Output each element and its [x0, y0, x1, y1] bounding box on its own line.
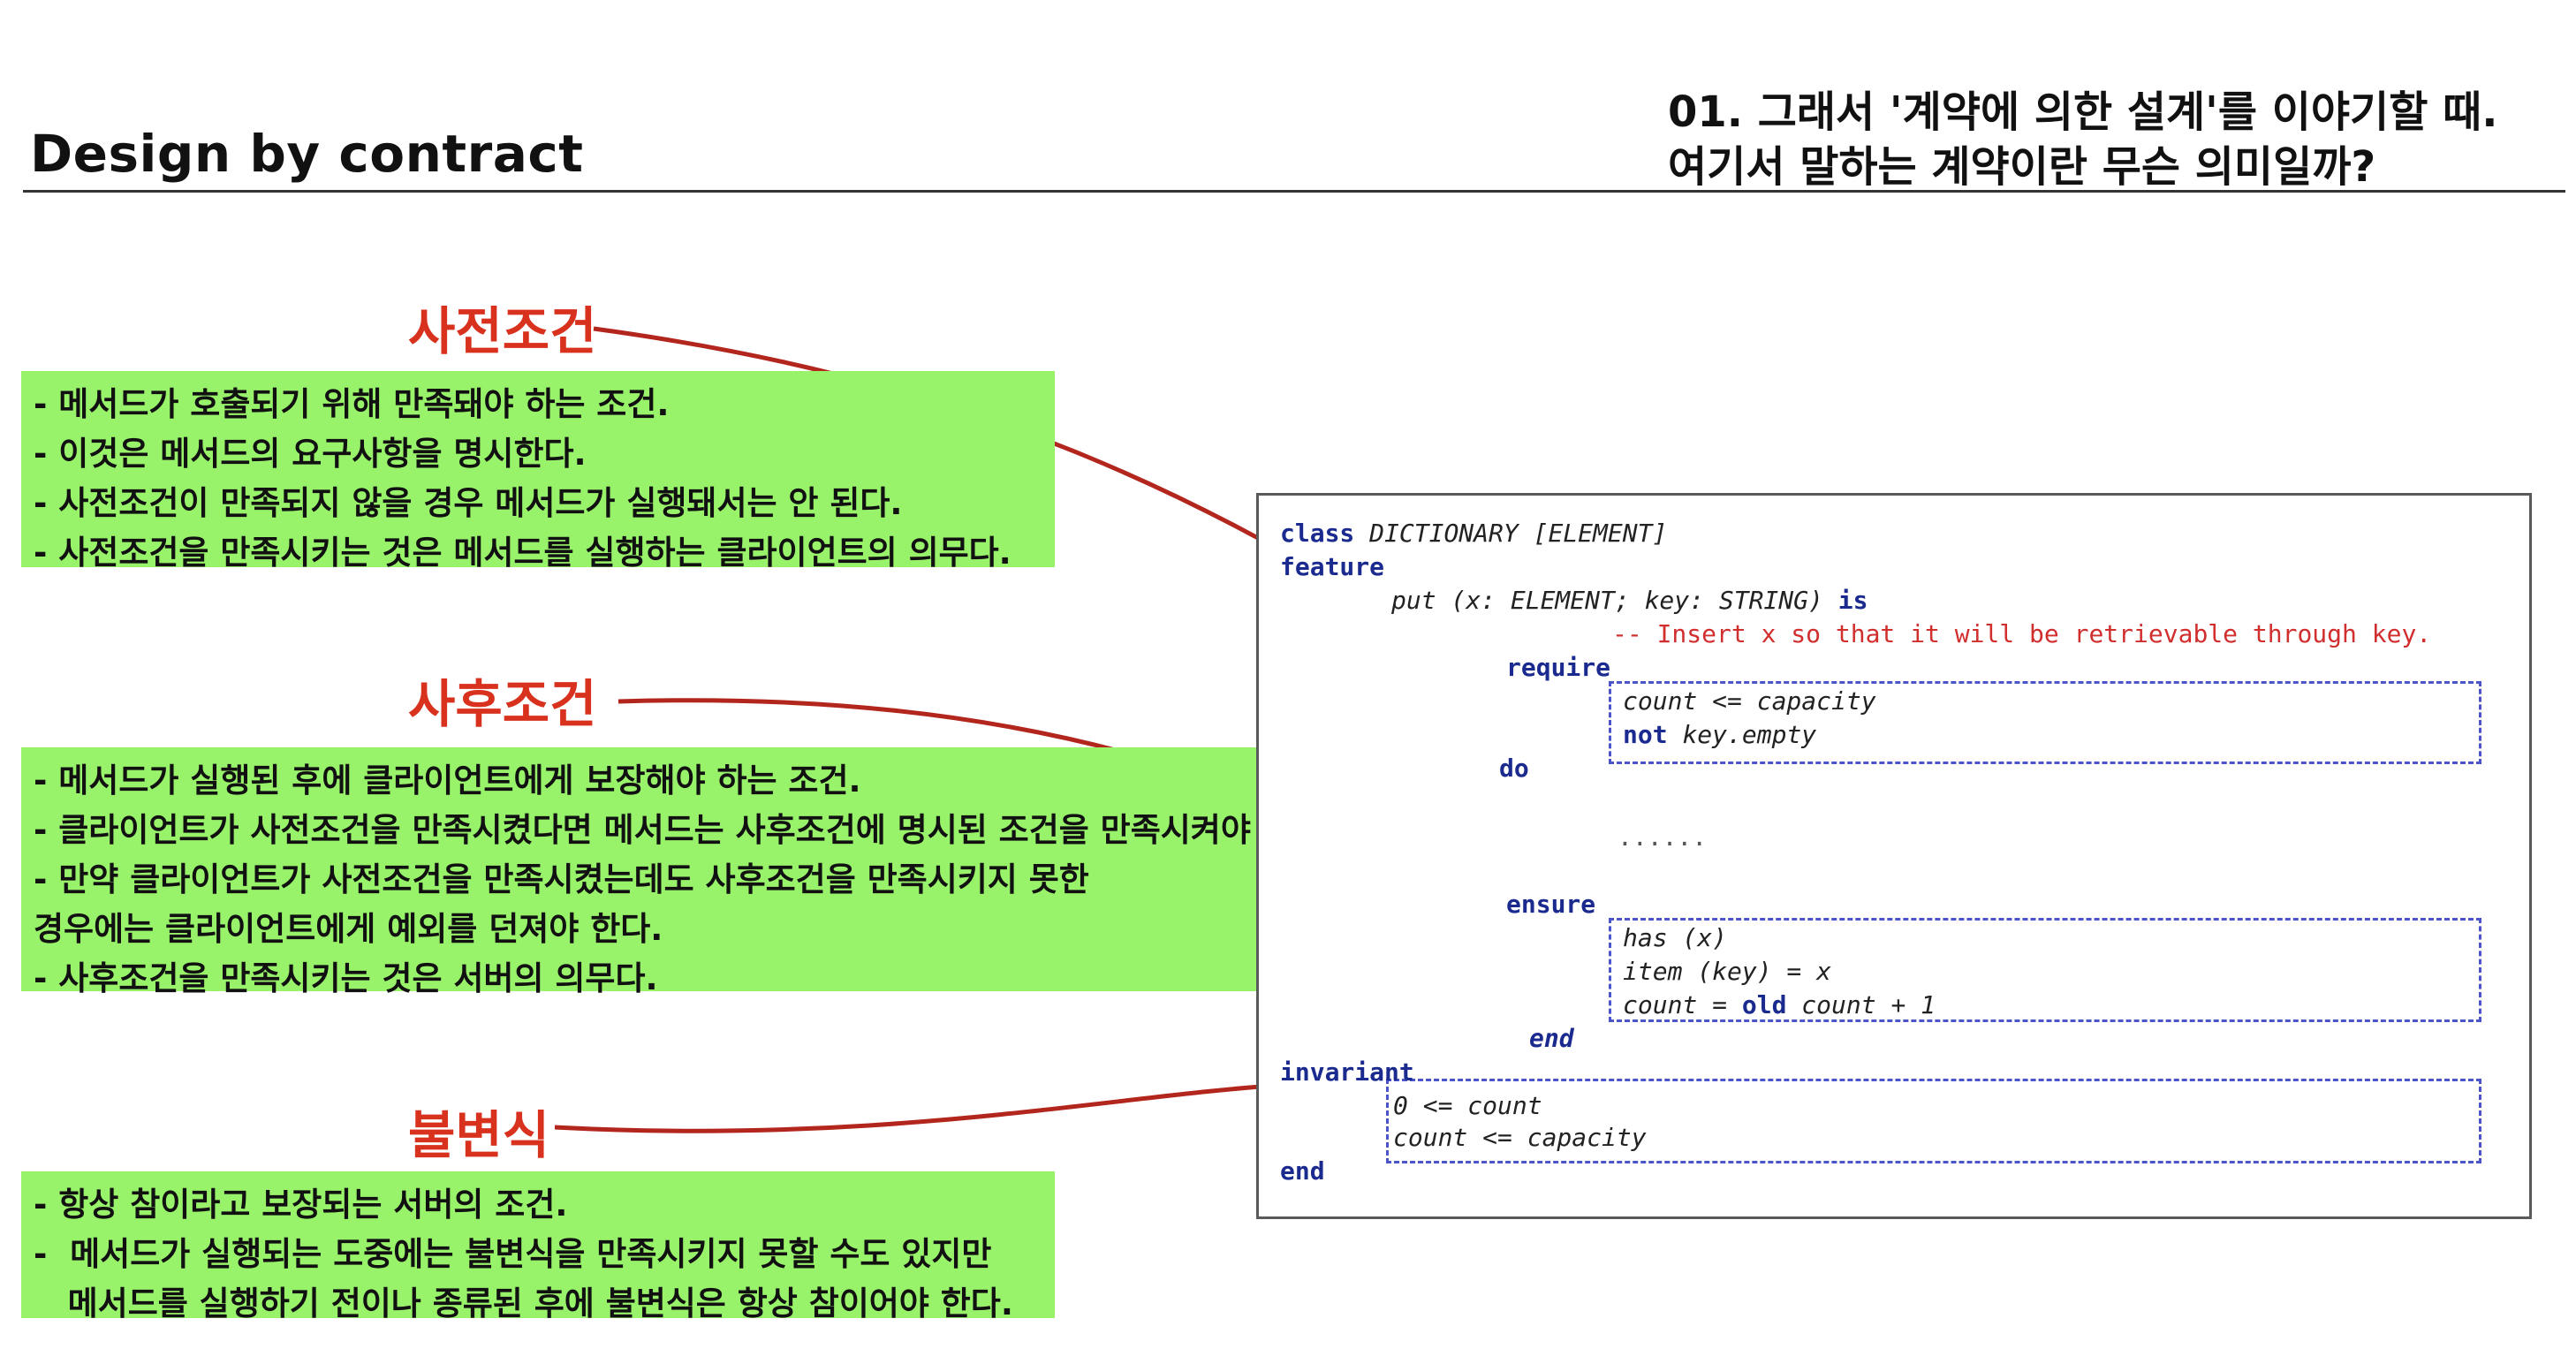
- class-name: DICTIONARY: [1369, 519, 1519, 548]
- keyword: do: [1499, 754, 1529, 783]
- precondition-line: - 메서드가 호출되기 위해 만족돼야 하는 조건.: [34, 385, 670, 423]
- code-line-req1: count <= capacity: [1623, 686, 1876, 716]
- precondition-line: - 이것은 메서드의 요구사항을 명시한다.: [34, 435, 587, 473]
- keyword: ensure: [1506, 890, 1596, 919]
- code-line-comment: -- Insert x so that it will be retrievab…: [1612, 619, 2432, 648]
- keyword: end: [1529, 1024, 1574, 1053]
- code-line-invariant: invariant: [1280, 1057, 1414, 1087]
- keyword: class: [1280, 519, 1355, 548]
- keyword: end: [1280, 1156, 1325, 1186]
- precondition-label: 사전조건: [408, 301, 597, 361]
- code-line-ens1: has (x): [1623, 923, 1728, 952]
- keyword: require: [1506, 653, 1611, 682]
- keyword: old: [1741, 990, 1787, 1019]
- class-generic: [ELEMENT]: [1533, 519, 1668, 548]
- code-line-inv2: count <= capacity: [1393, 1123, 1647, 1152]
- require-block: [1609, 681, 2481, 764]
- keyword: invariant: [1280, 1057, 1414, 1087]
- postcondition-line: - 사후조건을 만족시키는 것은 서버의 의무다.: [34, 959, 658, 997]
- header-divider: [23, 190, 2565, 193]
- keyword: is: [1837, 586, 1868, 615]
- invariant-line: - 메서드가 실행되는 도중에는 불변식을 만족시키지 못할 수도 있지만: [34, 1235, 992, 1273]
- invariant-label: 불변식: [408, 1105, 550, 1165]
- invariant-line: - 항상 참이라고 보장되는 서버의 조건.: [34, 1186, 568, 1224]
- put-signature: put (x: ELEMENT; key: STRING): [1391, 586, 1823, 615]
- postcondition-line: - 메서드가 실행된 후에 클라이언트에게 보장해야 하는 조건.: [34, 762, 861, 799]
- code-line-ensure: ensure: [1506, 890, 1595, 920]
- invariant-line: 메서드를 실행하기 전이나 종류된 후에 불변식은 항상 참이어야 한다.: [34, 1284, 1013, 1322]
- precondition-line: - 사전조건을 만족시키는 것은 메서드를 실행하는 클라이언트의 의무다.: [34, 534, 1011, 572]
- question-line-1: 01. 그래서 '계약에 의한 설계'를 이야기할 때.: [1668, 87, 2498, 137]
- code-line-req2: not key.empty: [1623, 720, 1816, 750]
- code-line-do: do: [1499, 754, 1529, 784]
- code-line-ellipsis: ......: [1618, 822, 1708, 852]
- section-question: 01. 그래서 '계약에 의한 설계'를 이야기할 때. 여기서 말하는 계약이…: [1668, 85, 2551, 194]
- invariant-connector: [554, 1082, 1422, 1133]
- keyword: feature: [1280, 552, 1385, 581]
- code-line-put: put (x: ELEMENT; key: STRING) is: [1391, 586, 1868, 616]
- invariant-description: - 항상 참이라고 보장되는 서버의 조건. - 메서드가 실행되는 도중에는 …: [21, 1171, 1055, 1322]
- postcondition-description: - 메서드가 실행된 후에 클라이언트에게 보장해야 하는 조건. - 클라이언…: [21, 747, 1419, 997]
- postcondition-line: - 만약 클라이언트가 사전조건을 만족시켰는데도 사후조건을 만족시키지 못한: [34, 860, 1089, 898]
- code-line-class: class DICTIONARY [ELEMENT]: [1280, 519, 1667, 549]
- page-title: Design by contract: [30, 124, 584, 184]
- code-line-require: require: [1506, 653, 1610, 683]
- code-line-ens3: count = old count + 1: [1623, 990, 1936, 1020]
- code-line-inv1: 0 <= count: [1393, 1091, 1542, 1120]
- precondition-line: - 사전조건이 만족되지 않을 경우 메서드가 실행돼서는 안 된다.: [34, 484, 903, 522]
- code-line-end-outer: end: [1280, 1156, 1325, 1186]
- ensure-block: [1609, 918, 2481, 1022]
- code-line-feature: feature: [1280, 552, 1384, 582]
- code-panel: class DICTIONARY [ELEMENT] feature put (…: [1256, 493, 2532, 1219]
- question-line-2: 여기서 말하는 계약이란 무슨 의미일까?: [1668, 142, 2376, 192]
- precondition-description: - 메서드가 호출되기 위해 만족돼야 하는 조건. - 이것은 메서드의 요구…: [21, 371, 1055, 572]
- req2-expr: key.empty: [1682, 720, 1817, 749]
- postcondition-line: 경우에는 클라이언트에게 예외를 던져야 한다.: [34, 910, 663, 948]
- invariant-block: [1386, 1079, 2481, 1163]
- ens3-right: count + 1: [1786, 990, 1936, 1019]
- code-line-end-inner: end: [1529, 1024, 1574, 1054]
- keyword: not: [1623, 720, 1668, 749]
- postcondition-line: - 클라이언트가 사전조건을 만족시켰다면 메서드는 사후조건에 명시된 조건을…: [34, 811, 1335, 849]
- ens3-left: count =: [1623, 990, 1742, 1019]
- code-line-ens2: item (key) = x: [1623, 957, 1832, 986]
- postcondition-label: 사후조건: [408, 674, 597, 734]
